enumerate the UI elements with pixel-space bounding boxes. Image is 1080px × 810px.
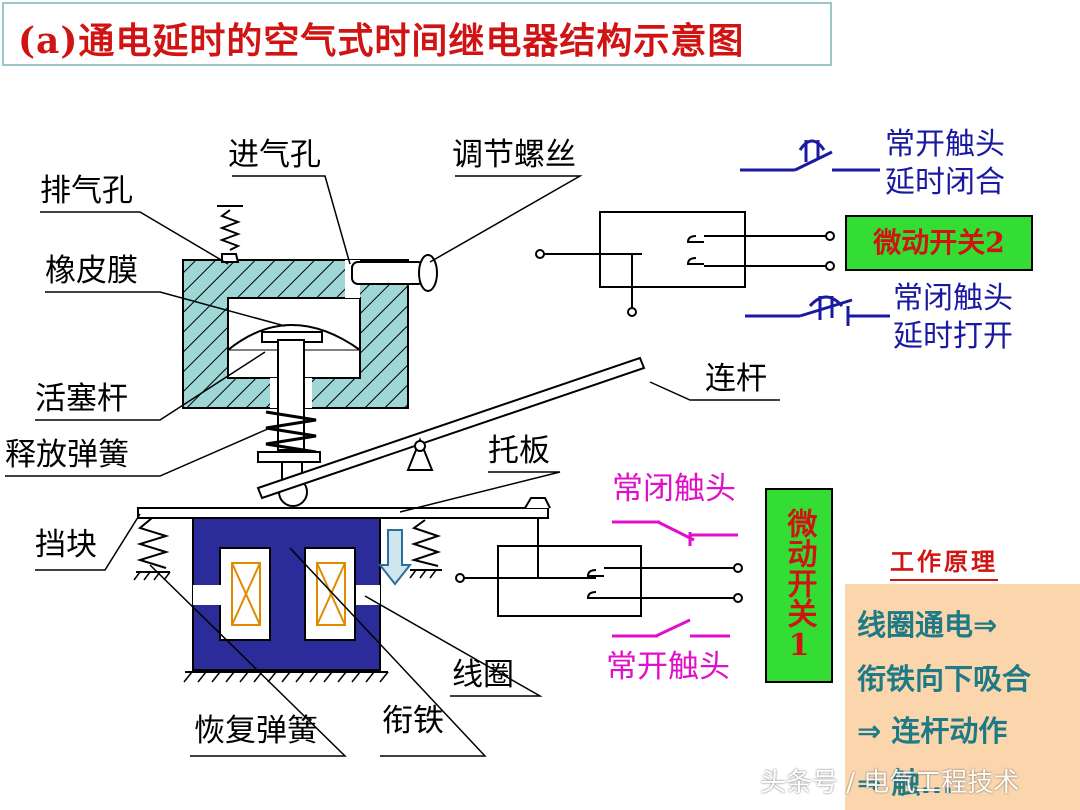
principle-box: 线圈通电⇒ 衔铁向下吸合 ⇒ 连杆动作 ⇒ 触... — [845, 584, 1080, 810]
label-sw2-no-line2: 延时闭合 — [885, 165, 1005, 200]
tray-plate — [137, 497, 551, 519]
label-tray: 托板 — [488, 433, 550, 469]
coil-right — [316, 562, 346, 626]
label-sw2-nc-line1: 常闭触头 — [893, 281, 1013, 316]
label-stopper: 挡块 — [35, 527, 97, 563]
label-piston-rod: 活塞杆 — [35, 381, 128, 417]
switch2-nc-delay-contact-symbol — [745, 295, 890, 326]
microswitch-2-body — [535, 211, 835, 317]
label-inlet: 进气孔 — [228, 137, 321, 173]
leader-lines — [5, 175, 780, 757]
watermark: 头条号 / 电气工程技术 — [760, 768, 1020, 798]
label-coil: 线圈 — [452, 657, 514, 693]
tray-return-spring — [409, 519, 442, 579]
page-title: (a)通电延时的空气式时间继电器结构示意图 — [18, 20, 745, 62]
switch1-nc-contact-symbol — [612, 520, 738, 546]
down-arrow-icon — [377, 529, 413, 586]
switch2-no-delay-contact-symbol — [740, 139, 880, 172]
label-link-rod: 连杆 — [705, 361, 767, 397]
electromagnet — [183, 517, 389, 683]
principle-line-4: ⇒ 触... — [857, 766, 954, 800]
label-return-spring: 恢复弹簧 — [194, 713, 318, 749]
switch1-no-contact-symbol — [612, 618, 730, 638]
link-lever — [256, 356, 646, 500]
title-box: (a)通电延时的空气式时间继电器结构示意图 — [2, 2, 832, 66]
principle-line-3: ⇒ 连杆动作 — [857, 714, 1008, 748]
label-sw2-nc-line2: 延时打开 — [893, 319, 1013, 354]
principle-title: 工作原理 — [890, 542, 998, 581]
microswitch-1-body — [455, 518, 743, 617]
label-sw2-no-line1: 常开触头 — [885, 127, 1005, 162]
label-release-spring: 释放弹簧 — [5, 437, 129, 473]
coil-left — [231, 562, 261, 626]
principle-line-2: 衔铁向下吸合 — [857, 662, 1032, 696]
label-adjust-screw: 调节螺丝 — [452, 137, 576, 173]
label-membrane: 橡皮膜 — [45, 253, 138, 289]
label-sw1-nc: 常闭触头 — [612, 471, 736, 507]
label-exhaust: 排气孔 — [40, 173, 133, 209]
principle-line-1: 线圈通电⇒ — [857, 608, 998, 642]
stopper-spring — [133, 517, 171, 581]
microswitch-2-label: 微动开关2 — [845, 215, 1033, 271]
label-armature: 衔铁 — [382, 703, 444, 739]
label-sw1-no: 常开触头 — [606, 649, 730, 685]
microswitch-1-label: 微动开关1 — [765, 488, 833, 683]
exhaust-valve-spring — [217, 205, 243, 263]
release-spring-coil — [265, 410, 317, 454]
adjust-screw — [351, 254, 438, 292]
